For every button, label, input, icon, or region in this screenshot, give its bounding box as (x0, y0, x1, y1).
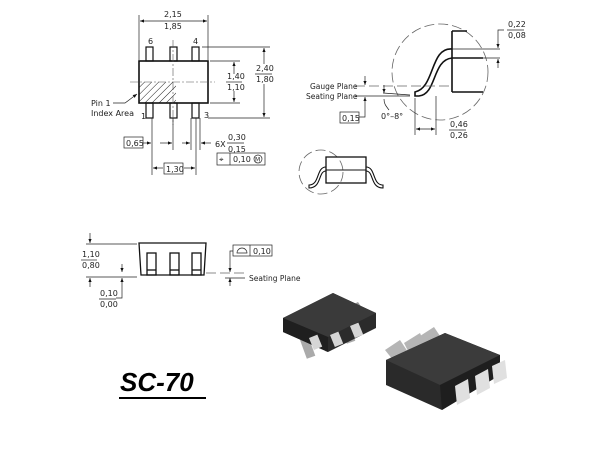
pin-label-1: 1 (141, 112, 146, 121)
small-side-view (298, 149, 384, 195)
pin-label-6: 6 (148, 37, 153, 46)
position-tolerance-frame: ⌖ 0,10 M (216, 152, 266, 166)
total-height-min: 1,80 (256, 75, 274, 84)
index-area-hatch (139, 82, 176, 103)
width-max: 2,15 (164, 10, 182, 19)
standoff-max: 0,10 (100, 289, 118, 298)
pin-label-3: 3 (204, 111, 209, 120)
span-box (163, 162, 184, 175)
seating-plane-label: Seating Plane (306, 92, 358, 101)
body-width-max: 1,40 (227, 72, 245, 81)
package-render-1 (283, 293, 376, 359)
width-min: 1,85 (164, 22, 182, 31)
pitch-box (123, 136, 144, 149)
top-pins (145, 46, 200, 119)
gauge-plane-label: Gauge Plane (310, 82, 358, 91)
body-width-min: 1,10 (227, 83, 245, 92)
angle-value: 0°–8° (381, 112, 403, 121)
index-label-2: Index Area (91, 109, 134, 118)
lead-width-min: 0,15 (228, 145, 246, 154)
pitch-value: 0,65 (126, 139, 144, 148)
top-view: 6 4 1 3 Pin 1 Index Area 2,15 1,85 1,40 … (91, 10, 274, 175)
span-value: 1,30 (166, 165, 184, 174)
lead-thickness-min: 0,08 (508, 31, 526, 40)
package-render-2 (385, 327, 507, 410)
front-view: 1,10 0,80 0,10 0,00 0,10 Seating Plane (81, 233, 301, 309)
lead-thickness-max: 0,22 (508, 20, 526, 29)
package-title: SC-70 (120, 367, 194, 397)
lead-detail-view: 0,22 0,08 Gauge Plane Seating Plane 0,15… (306, 20, 526, 140)
foot-length-max: 0,46 (450, 120, 468, 129)
position-tolerance-value: 0,10 (233, 155, 251, 164)
lead-count: 6X (215, 140, 226, 149)
height-min: 0,80 (82, 261, 100, 270)
position-icon: ⌖ (219, 155, 224, 164)
foot-length-min: 0,26 (450, 131, 468, 140)
gauge-offset-box (339, 111, 360, 124)
lead-width-max: 0,30 (228, 133, 246, 142)
total-height-max: 2,40 (256, 64, 274, 73)
flatness-value: 0,10 (253, 247, 271, 256)
pin-label-4: 4 (193, 37, 198, 46)
flatness-frame: 0,10 (232, 244, 273, 257)
seating-plane-label-front: Seating Plane (249, 274, 301, 283)
gauge-offset-value: 0,15 (342, 114, 360, 123)
mmc-icon: M (255, 157, 260, 164)
height-max: 1,10 (82, 250, 100, 259)
index-label-1: Pin 1 (91, 99, 111, 108)
standoff-min: 0,00 (100, 300, 118, 309)
